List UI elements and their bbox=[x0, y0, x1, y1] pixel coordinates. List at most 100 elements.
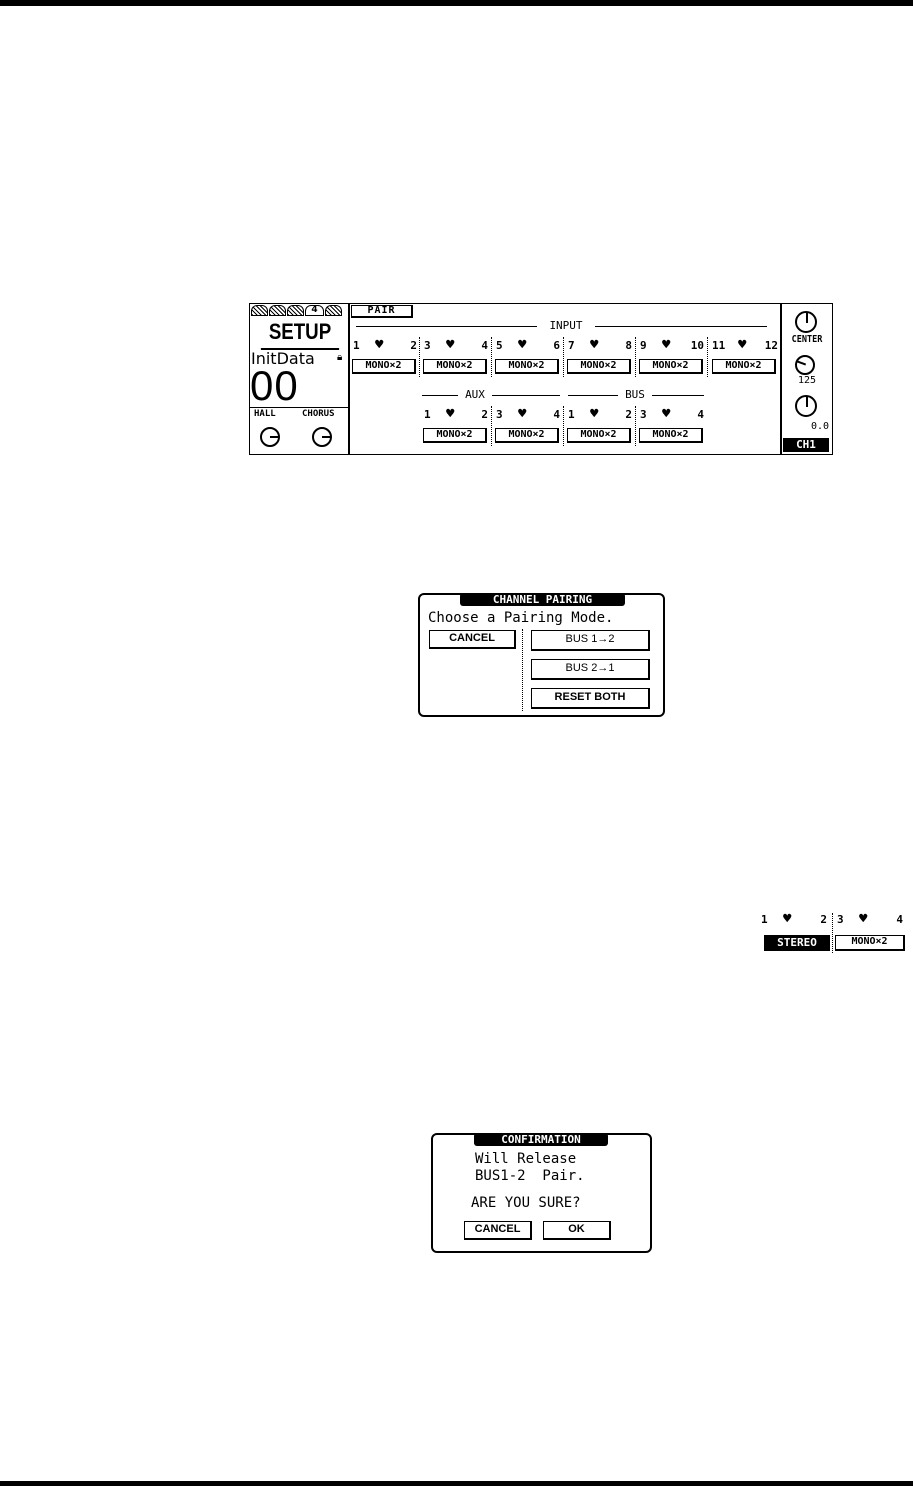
bus-heading-line-left bbox=[568, 395, 618, 396]
input-heading-line-right bbox=[595, 326, 767, 327]
broken-heart-icon: ♥︎ bbox=[662, 337, 671, 353]
input-pair-5: 9 ♥︎ 10 bbox=[638, 337, 706, 354]
right-panel-divider bbox=[780, 304, 782, 454]
pair-right-number: 6 bbox=[553, 339, 560, 352]
input-pair-2: 3 ♥︎ 4 bbox=[422, 337, 490, 354]
parameter-knob-icon[interactable] bbox=[795, 355, 815, 375]
setup-pair-screen: 4 SETUP InitData 🔒︎ 00 HALL CHORUS PAIR … bbox=[249, 303, 833, 455]
pair-tab[interactable]: PAIR bbox=[351, 305, 413, 318]
pair-right-number: 4 bbox=[697, 408, 704, 421]
input-pair-3: 5 ♥︎ 6 bbox=[494, 337, 562, 354]
broken-heart-icon: ♥︎ bbox=[446, 337, 455, 353]
pair-left-number: 3 bbox=[496, 408, 503, 421]
pair-status-example: 1 ♥︎ 2 STEREO 3 ♥︎ 4 MONO×2 bbox=[759, 911, 907, 955]
input-pair-2-mode-button[interactable]: MONO×2 bbox=[423, 359, 487, 374]
bus-pair-1: 1 ♥︎ 2 bbox=[566, 406, 634, 423]
page-tab[interactable] bbox=[269, 305, 286, 316]
input-pair-4-mode-button[interactable]: MONO×2 bbox=[567, 359, 631, 374]
reset-both-button[interactable]: RESET BOTH bbox=[531, 688, 650, 709]
pair-left-number: 1 bbox=[424, 408, 431, 421]
confirm-question: ARE YOU SURE? bbox=[471, 1195, 581, 1211]
pair-left-number: 1 bbox=[568, 408, 575, 421]
pair-left-number: 9 bbox=[640, 339, 647, 352]
input-pair-6-mode-button[interactable]: MONO×2 bbox=[712, 359, 776, 374]
ok-button[interactable]: OK bbox=[543, 1221, 611, 1240]
lock-icon: 🔒︎ bbox=[337, 352, 343, 363]
knob-area-rule bbox=[250, 407, 348, 408]
stereo-pair: 1 ♥︎ 2 bbox=[759, 911, 829, 928]
input-pair-1: 1 ♥︎ 2 bbox=[351, 337, 419, 354]
page-tab[interactable] bbox=[287, 305, 304, 316]
mono-mode-button[interactable]: MONO×2 bbox=[835, 935, 905, 951]
pair-left-number: 3 bbox=[640, 408, 647, 421]
input-pair-3-mode-button[interactable]: MONO×2 bbox=[495, 359, 559, 374]
page-tab[interactable] bbox=[251, 305, 268, 316]
bus-pair-2: 3 ♥︎ 4 bbox=[638, 406, 706, 423]
dialog-prompt: Choose a Pairing Mode. bbox=[428, 610, 614, 626]
confirm-message-line-1: Will Release bbox=[475, 1151, 577, 1167]
setup-title: SETUP bbox=[260, 318, 340, 350]
pair-left-number: 1 bbox=[761, 913, 768, 926]
pan-knob-icon[interactable] bbox=[795, 311, 817, 333]
bus-pair-2-mode-button[interactable]: MONO×2 bbox=[639, 428, 703, 443]
broken-heart-icon: ♥︎ bbox=[738, 337, 747, 353]
cancel-button[interactable]: CANCEL bbox=[464, 1221, 532, 1240]
pair-divider bbox=[491, 406, 492, 446]
cancel-button[interactable]: CANCEL bbox=[429, 630, 516, 649]
page-tab[interactable] bbox=[325, 305, 342, 316]
input-pair-4: 7 ♥︎ 8 bbox=[566, 337, 634, 354]
aux-pair-1-mode-button[interactable]: MONO×2 bbox=[423, 428, 487, 443]
channel-indicator: CH1 bbox=[783, 438, 829, 452]
broken-heart-icon: ♥︎ bbox=[446, 406, 455, 422]
hall-knob-icon[interactable] bbox=[260, 427, 280, 447]
pair-divider bbox=[491, 337, 492, 377]
aux-heading: AUX bbox=[465, 388, 485, 401]
level-knob-icon[interactable] bbox=[795, 395, 817, 417]
bottom-rule bbox=[0, 1481, 913, 1486]
pair-left-number: 3 bbox=[424, 339, 431, 352]
pair-divider bbox=[635, 406, 636, 446]
scene-name: InitData bbox=[251, 349, 315, 368]
pair-left-number: 11 bbox=[712, 339, 726, 352]
input-heading-line-left bbox=[356, 326, 537, 327]
dialog-title: CONFIRMATION bbox=[474, 1133, 608, 1146]
pair-divider bbox=[563, 337, 564, 377]
level-value: 0.0 bbox=[810, 421, 829, 432]
heart-icon: ♥︎ bbox=[783, 911, 792, 927]
pair-right-number: 2 bbox=[625, 408, 632, 421]
pair-left-number: 1 bbox=[353, 339, 360, 352]
input-pair-5-mode-button[interactable]: MONO×2 bbox=[639, 359, 703, 374]
pair-right-number: 2 bbox=[481, 408, 488, 421]
input-pair-1-mode-button[interactable]: MONO×2 bbox=[352, 359, 416, 374]
aux-heading-line-left bbox=[422, 395, 458, 396]
bus-2-to-1-button[interactable]: BUS 2→1 bbox=[531, 659, 650, 680]
pair-right-number: 4 bbox=[481, 339, 488, 352]
pair-divider bbox=[707, 337, 708, 377]
dialog-divider bbox=[522, 629, 523, 711]
aux-pair-1: 1 ♥︎ 2 bbox=[422, 406, 490, 423]
stereo-badge[interactable]: STEREO bbox=[764, 935, 830, 951]
pair-left-number: 5 bbox=[496, 339, 503, 352]
pair-right-number: 12 bbox=[764, 339, 778, 352]
aux-heading-line-right bbox=[492, 395, 560, 396]
bus-1-to-2-button[interactable]: BUS 1→2 bbox=[531, 630, 650, 651]
aux-pair-2-mode-button[interactable]: MONO×2 bbox=[495, 428, 559, 443]
page-tab-active[interactable]: 4 bbox=[305, 305, 324, 316]
chorus-knob-icon[interactable] bbox=[312, 427, 332, 447]
broken-heart-icon: ♥︎ bbox=[590, 406, 599, 422]
broken-heart-icon: ♥︎ bbox=[590, 337, 599, 353]
parameter-value: 125 bbox=[797, 375, 817, 386]
broken-heart-icon: ♥︎ bbox=[518, 337, 527, 353]
pair-divider bbox=[832, 913, 833, 953]
pair-divider bbox=[419, 337, 420, 377]
pair-right-number: 4 bbox=[896, 913, 903, 926]
bus-pair-1-mode-button[interactable]: MONO×2 bbox=[567, 428, 631, 443]
pair-right-number: 2 bbox=[410, 339, 417, 352]
confirm-message-line-2: BUS1-2 Pair. bbox=[475, 1168, 585, 1184]
bus-heading-line-right bbox=[652, 395, 704, 396]
scene-number: 00 bbox=[250, 362, 299, 409]
page-tabs: 4 bbox=[250, 305, 348, 317]
aux-pair-2: 3 ♥︎ 4 bbox=[494, 406, 562, 423]
pair-right-number: 2 bbox=[820, 913, 827, 926]
pair-divider bbox=[563, 406, 564, 446]
